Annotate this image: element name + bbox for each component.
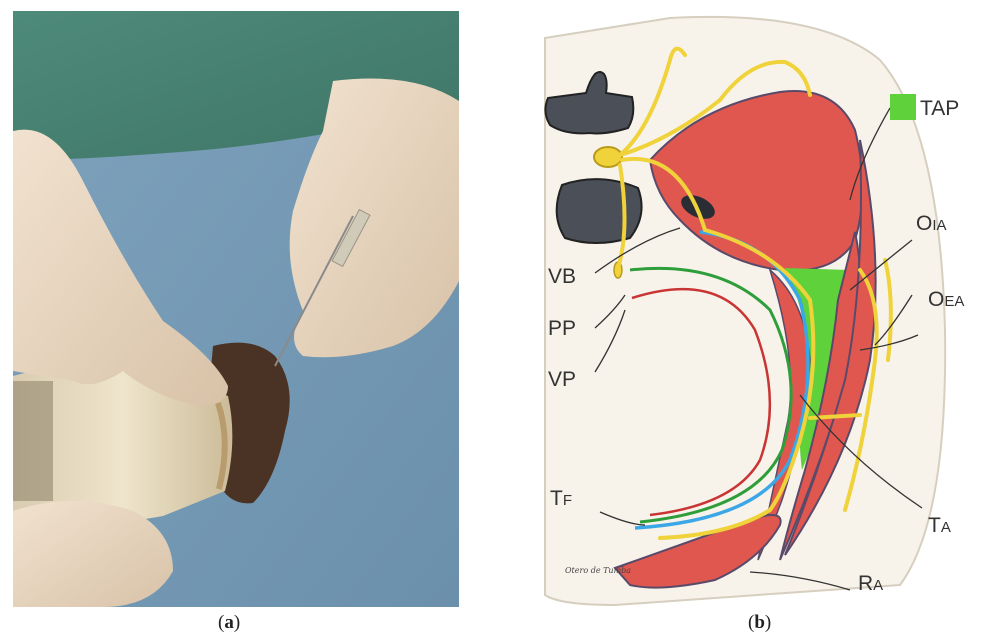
tap-legend-swatch (890, 94, 916, 120)
label-vb: VB (548, 265, 576, 288)
tap-anatomy-diagram: TAP VB PP VP TF OIA OEA TA RA Otero de T… (520, 0, 993, 641)
label-oia: OIA (916, 212, 947, 235)
author-signature: Otero de Tumba (565, 566, 631, 575)
label-pp: PP (548, 317, 576, 340)
label-ta: TA (928, 514, 951, 537)
tap-legend-label: TAP (920, 97, 959, 120)
nerve-ganglion (594, 147, 622, 167)
ultrasound-procedure-photo (13, 11, 459, 607)
caption-panel-a: (a) (218, 612, 240, 634)
caption-panel-b: (b) (748, 612, 771, 634)
label-oea: OEA (928, 288, 964, 311)
label-vp: VP (548, 368, 576, 391)
